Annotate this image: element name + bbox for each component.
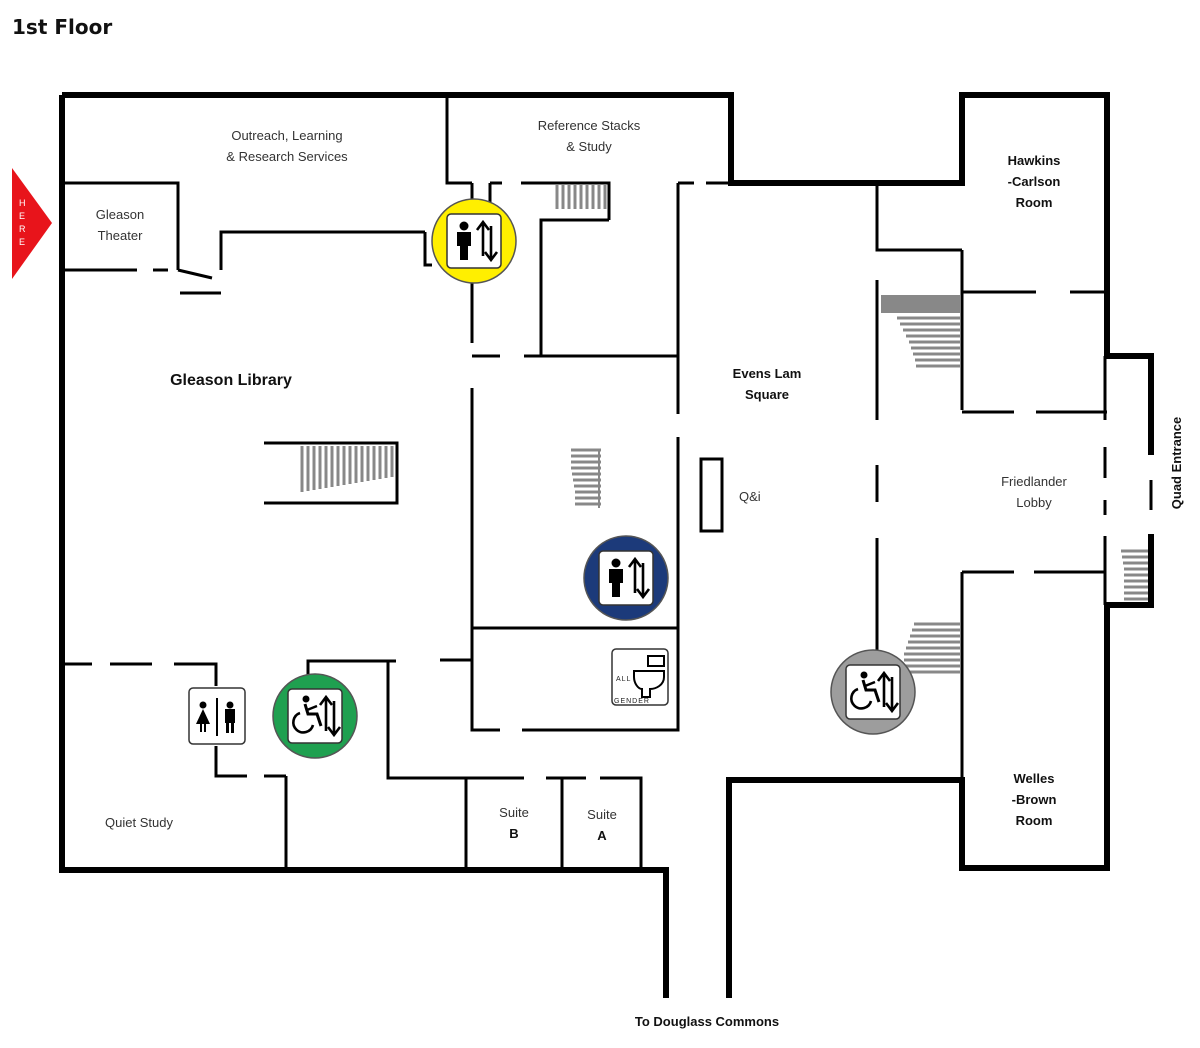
room-label-evens-lam-square: Evens Lam	[733, 366, 802, 381]
stairs-hawkins	[881, 295, 960, 368]
stairs-library	[300, 446, 394, 492]
quad-entrance-label: Quad Entrance	[1169, 417, 1184, 509]
outer-walls	[59, 92, 1154, 998]
svg-text:R: R	[19, 224, 26, 234]
svg-text:GENDER: GENDER	[614, 698, 650, 705]
stairs-reference	[555, 185, 607, 209]
room-label-outreach: & Research Services	[226, 149, 348, 164]
staff-elevator-icon[interactable]	[431, 198, 517, 284]
room-label-gleason-library: Gleason Library	[170, 372, 292, 389]
all-gender-restroom-icon[interactable]: ALL GENDER	[611, 648, 669, 706]
room-labels: Outreach, Learning & Research Services R…	[96, 118, 1184, 1029]
room-label-qandi: Q&i	[739, 489, 761, 504]
room-label-quiet-study: Quiet Study	[105, 815, 173, 830]
floor-title: 1st Floor	[12, 15, 112, 39]
you-are-here-marker: H E R E	[12, 168, 52, 279]
room-label-gleason-theater: Gleason	[96, 207, 144, 222]
svg-text:ALL: ALL	[616, 676, 631, 683]
svg-text:E: E	[19, 211, 25, 221]
room-label-suite-b: B	[509, 826, 518, 841]
room-label-welles-brown: Welles	[1014, 771, 1055, 786]
svg-text:H: H	[19, 198, 26, 208]
room-label-hawkins-carlson: Hawkins	[1008, 153, 1061, 168]
room-label-friedlander-lobby: Friedlander	[1001, 474, 1067, 489]
restroom-icon[interactable]	[188, 687, 246, 745]
douglass-commons-exit-label: To Douglass Commons	[635, 1014, 779, 1029]
room-label-welles-brown: Room	[1016, 813, 1053, 828]
interior-walls	[64, 97, 1153, 868]
room-label-evens-lam-square: Square	[745, 387, 789, 402]
room-label-outreach: Outreach, Learning	[231, 128, 342, 143]
accessible-elevator-icon[interactable]	[272, 673, 358, 759]
room-label-suite-a: Suite	[587, 807, 617, 822]
room-label-suite-a: A	[597, 828, 607, 843]
room-label-suite-b: Suite	[499, 805, 529, 820]
room-label-gleason-theater: Theater	[98, 228, 143, 243]
svg-text:E: E	[19, 237, 25, 247]
room-label-reference: & Study	[566, 139, 612, 154]
room-label-hawkins-carlson: Room	[1016, 195, 1053, 210]
stairs-center	[571, 448, 601, 508]
staff-elevator-icon[interactable]	[583, 535, 669, 621]
stairs-quad	[1121, 549, 1148, 601]
accessible-elevator-icon[interactable]	[830, 649, 916, 735]
room-label-welles-brown: -Brown	[1012, 792, 1057, 807]
room-label-reference: Reference Stacks	[538, 118, 641, 133]
room-label-hawkins-carlson: -Carlson	[1008, 174, 1061, 189]
stairs-welles	[904, 622, 960, 674]
room-label-friedlander-lobby: Lobby	[1016, 495, 1052, 510]
